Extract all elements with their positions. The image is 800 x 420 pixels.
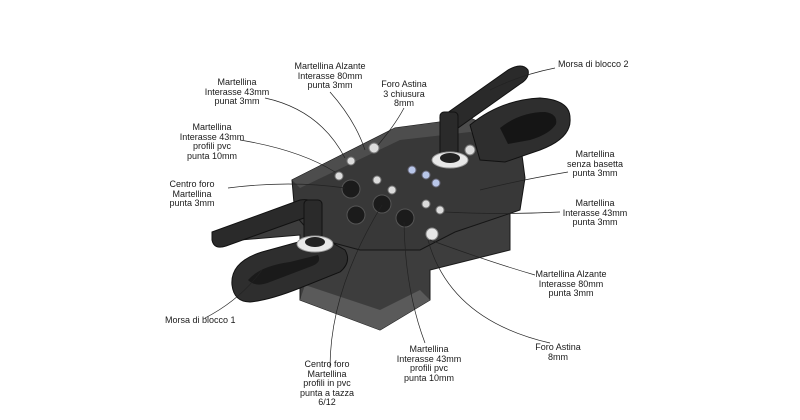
label-line: punat 3mm xyxy=(214,96,260,107)
label-foro-astina-3: Foro Astina 3 chiusura 8mm xyxy=(378,79,430,109)
label-martellina-43-pvc-left: Martellina Interasse 43mm profili pvc pu… xyxy=(175,122,249,161)
label-line: Interasse 43mm xyxy=(179,131,245,142)
label-martellina-43-punat: Martellina Interasse 43mm punat 3mm xyxy=(200,77,274,107)
label-centro-foro-pvc: Centro foro Martellina profili in pvc pu… xyxy=(295,359,359,408)
label-line: Martellina Alzante xyxy=(294,61,366,71)
handle-2 xyxy=(439,65,529,129)
label-morsa-blocco-1: Morsa di blocco 1 xyxy=(165,315,236,326)
label-line: Martellina xyxy=(409,344,449,354)
label-morsa-blocco-2: Morsa di blocco 2 xyxy=(558,59,629,70)
label-martellina-senza-basetta: Martellina senza basetta punta 3mm xyxy=(562,149,628,179)
label-line: 6/12 xyxy=(318,397,336,408)
label-line: Interasse 43mm xyxy=(562,207,628,218)
label-line: Interasse 43mm xyxy=(396,353,462,364)
label-line: Morsa di blocco 1 xyxy=(165,315,236,325)
label-line: 8mm xyxy=(394,98,414,109)
label-martellina-alzante-bottom: Martellina Alzante Interasse 80mm punta … xyxy=(528,269,614,299)
label-line: Centro foro xyxy=(169,179,215,189)
label-line: profili pvc xyxy=(192,141,231,152)
label-line: Martellina xyxy=(172,188,212,199)
label-martellina-43-right: Martellina Interasse 43mm punta 3mm xyxy=(558,198,632,228)
label-line: Interasse 80mm xyxy=(538,278,604,289)
label-line: senza basetta xyxy=(566,158,624,169)
label-centro-foro-left: Centro foro Martellina punta 3mm xyxy=(158,179,226,209)
label-line: punta 3mm xyxy=(572,217,618,228)
label-martellina-43-pvc-bottom: Martellina Interasse 43mm profili pvc pu… xyxy=(392,344,466,383)
label-line: Martellina xyxy=(307,368,347,379)
label-line: profili in pvc xyxy=(303,378,351,389)
label-line: profili pvc xyxy=(409,363,448,374)
label-line: Martellina xyxy=(575,198,615,208)
label-line: Martellina xyxy=(575,149,615,159)
label-line: punta 3mm xyxy=(572,168,618,179)
label-line: 8mm xyxy=(548,351,568,362)
label-line: Foro Astina xyxy=(381,79,427,89)
leader-lines xyxy=(204,67,569,369)
label-foro-astina-8: Foro Astina 8mm xyxy=(528,342,588,362)
label-line: punta a tazza xyxy=(299,387,355,398)
plate-holes xyxy=(334,142,476,241)
label-line: Interasse 80mm xyxy=(297,70,363,81)
label-line: punta 3mm xyxy=(307,80,353,91)
label-martellina-alzante-top: Martellina Alzante Interasse 80mm punta … xyxy=(285,61,375,91)
label-line: punta 10mm xyxy=(403,372,455,383)
label-line: punta 3mm xyxy=(169,198,215,209)
label-line: punta 10mm xyxy=(186,150,238,161)
label-line: Centro foro xyxy=(304,359,350,369)
label-line: punta 3mm xyxy=(548,288,594,299)
label-line: Martellina Alzante xyxy=(535,269,607,279)
label-line: Interasse 43mm xyxy=(204,86,270,97)
label-line: Martellina xyxy=(192,122,232,132)
label-line: Morsa di blocco 2 xyxy=(558,59,629,69)
label-line: Foro Astina xyxy=(535,342,581,352)
label-line: Martellina xyxy=(217,77,257,87)
label-line: 3 chiusura xyxy=(383,88,425,99)
